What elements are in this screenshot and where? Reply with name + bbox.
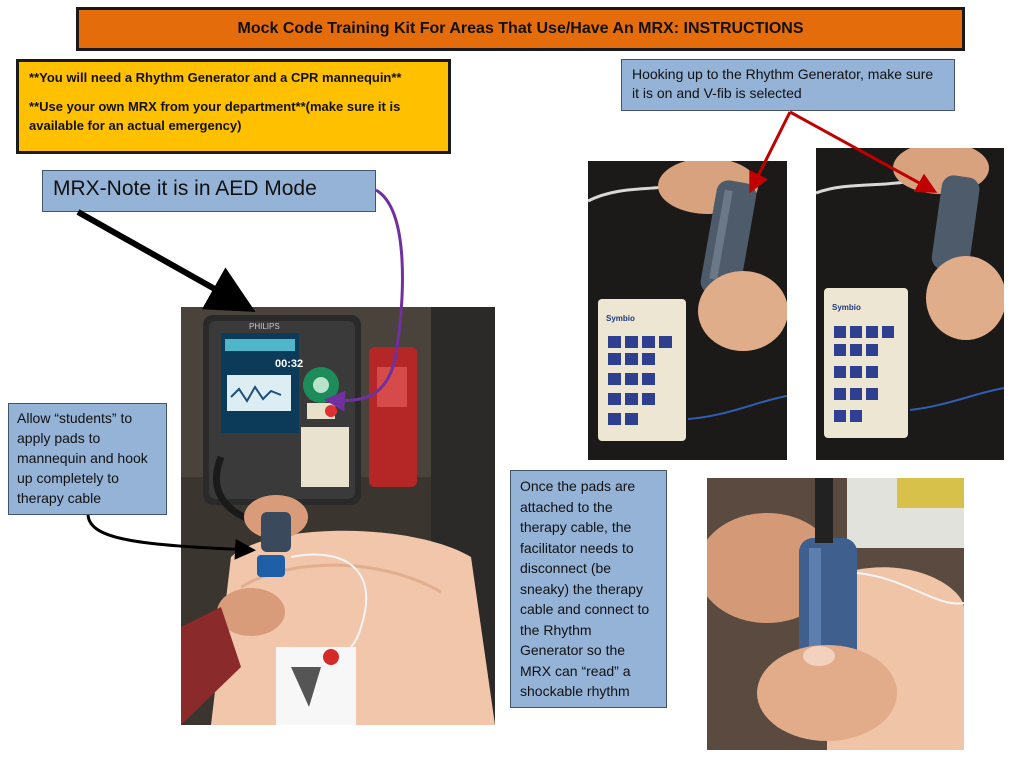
photo-generator-connection-2: Symbio — [816, 148, 1004, 460]
monitor-brand: PHILIPS — [249, 322, 280, 331]
page-title: Mock Code Training Kit For Areas That Us… — [76, 7, 965, 51]
page-title-text: Mock Code Training Kit For Areas That Us… — [237, 20, 804, 37]
arrow-aed-mode — [76, 209, 256, 312]
generator-brand: Symbio — [606, 314, 635, 323]
pads-attached-text: Once the pads are attached to the therap… — [520, 478, 650, 699]
hook-up-callout: Hooking up to the Rhythm Generator, make… — [621, 59, 955, 111]
generator-brand: Symbio — [832, 303, 861, 312]
requirements-box: **You will need a Rhythm Generator and a… — [16, 59, 451, 154]
requirement-item: **You will need a Rhythm Generator and a… — [29, 70, 402, 85]
photo-generator-connection-1: Symbio — [588, 161, 787, 460]
requirement-item: **Use your own MRX from your department*… — [29, 99, 401, 133]
students-callout: Allow “students” to apply pads to manneq… — [8, 403, 167, 515]
hook-up-text: Hooking up to the Rhythm Generator, make… — [632, 66, 934, 101]
aed-mode-callout: MRX-Note it is in AED Mode — [42, 170, 376, 212]
pads-attached-callout: Once the pads are attached to the therap… — [510, 470, 667, 708]
monitor-time: 00:32 — [275, 358, 303, 370]
students-text: Allow “students” to apply pads to manneq… — [17, 410, 148, 506]
aed-mode-text: MRX-Note it is in AED Mode — [53, 177, 317, 200]
photo-cable-connector-closeup — [707, 478, 964, 750]
photo-mrx-mannequin: 00:32 PHILIPS — [181, 307, 495, 725]
